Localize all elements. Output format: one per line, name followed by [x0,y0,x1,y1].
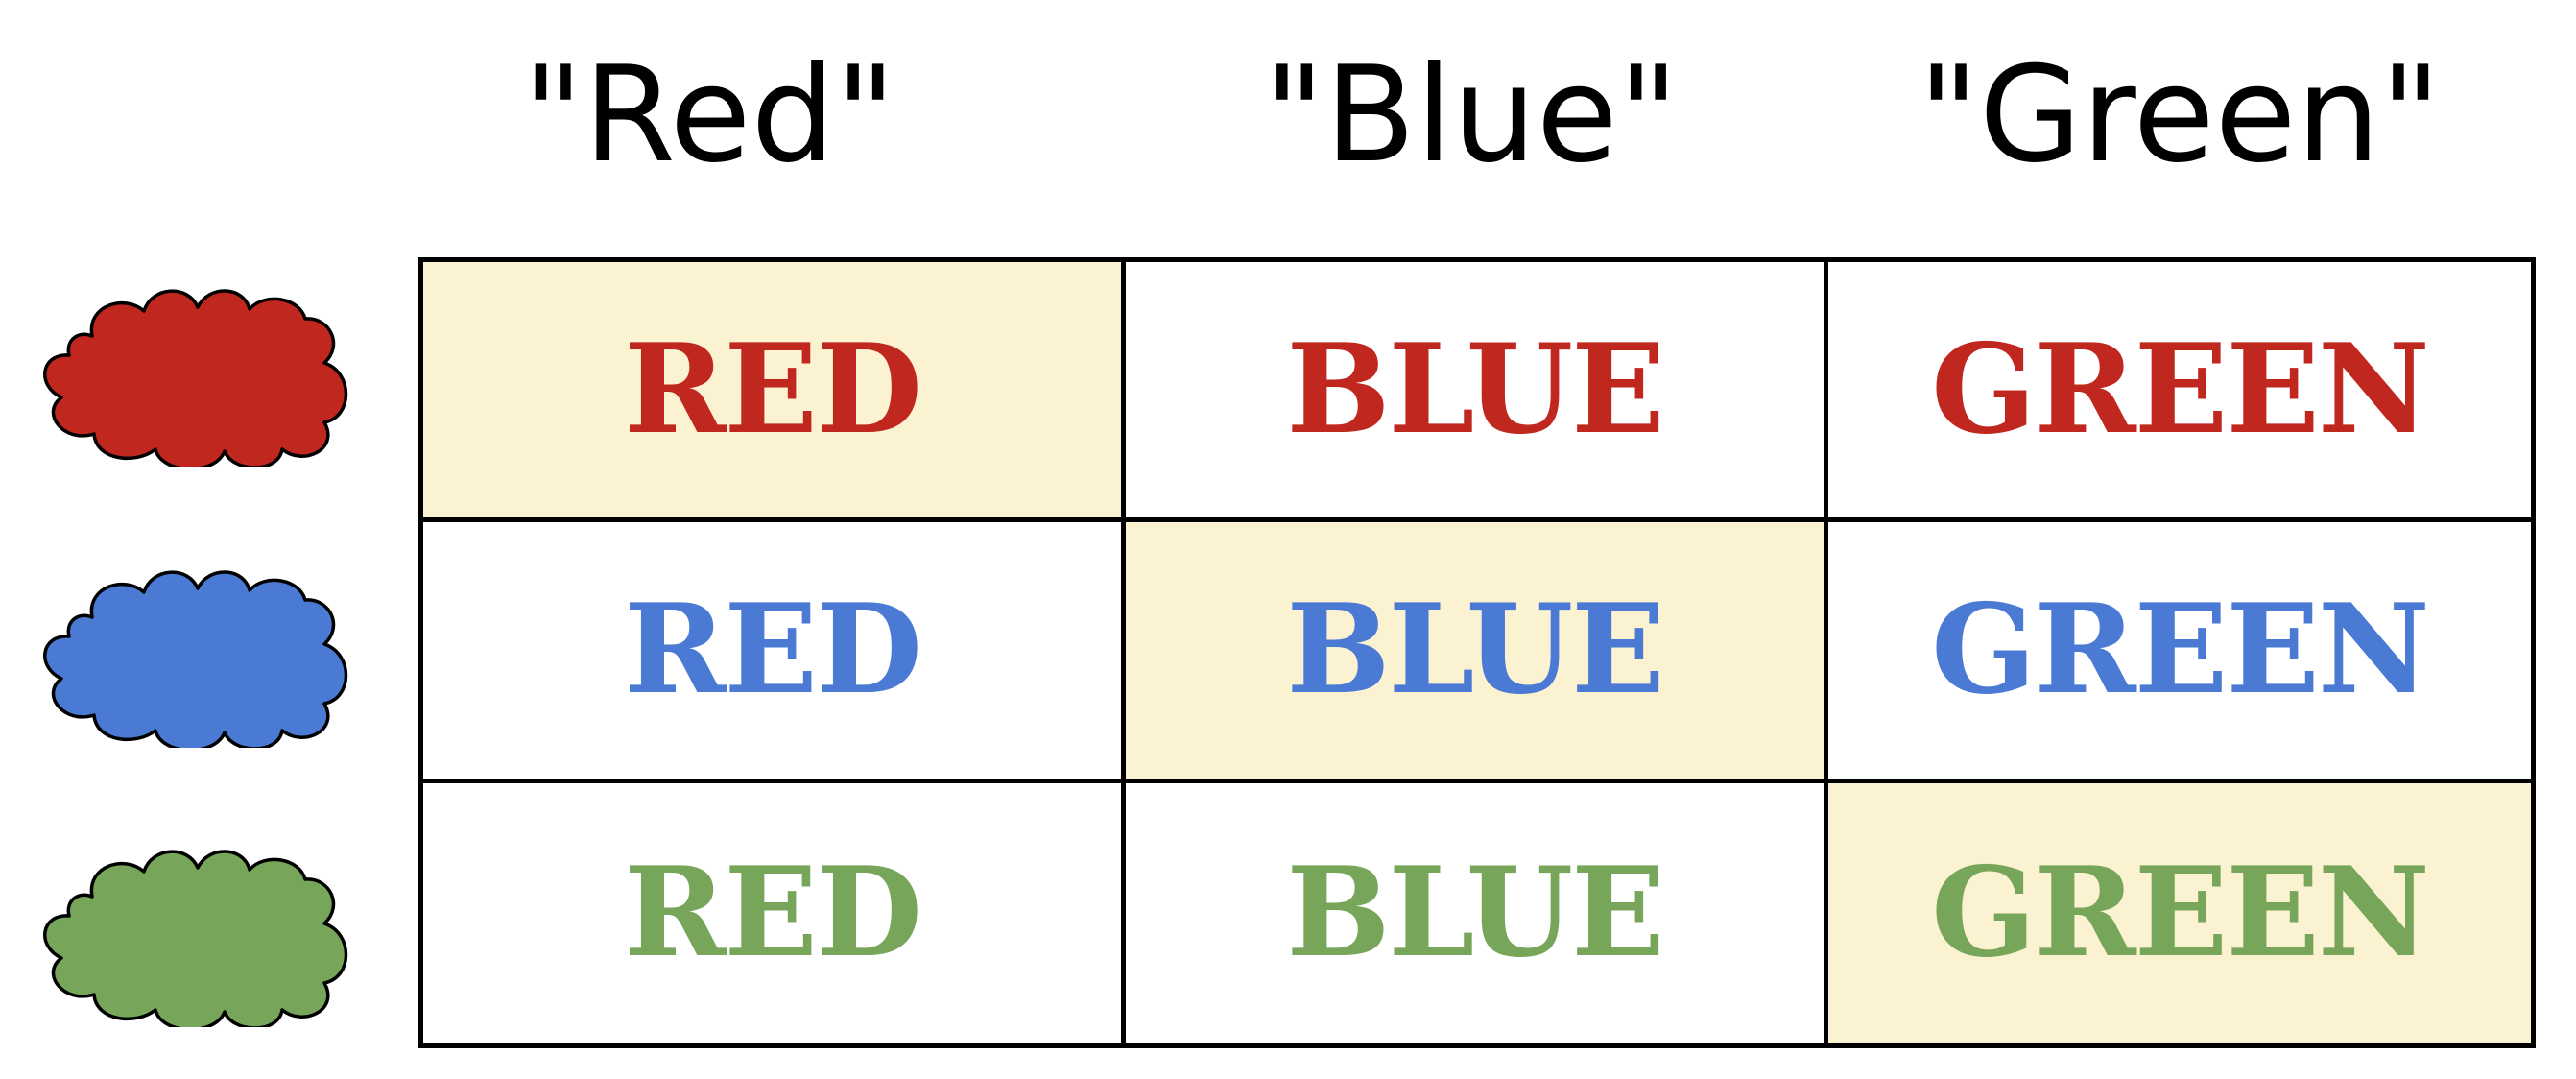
grid-cell: RED [423,782,1126,1043]
grid-cell: GREEN [1828,262,2531,523]
blue-cloud-icon [43,570,348,748]
grid-cell: BLUE [1126,262,1828,523]
green-cloud-icon [43,850,348,1027]
grid-cell: GREEN [1828,782,2531,1043]
grid-cell: RED [423,262,1126,523]
column-header-red: "Red" [522,37,896,192]
stroop-grid: RED BLUE GREEN RED BLUE GREEN RED BLUE G… [418,257,2536,1048]
red-cloud-icon [43,289,348,467]
column-header-green: "Green" [1918,37,2442,192]
column-header-blue: "Blue" [1263,37,1680,192]
grid-cell: BLUE [1126,782,1828,1043]
grid-cell: RED [423,522,1126,783]
grid-cell: BLUE [1126,522,1828,783]
grid-cell: GREEN [1828,522,2531,783]
